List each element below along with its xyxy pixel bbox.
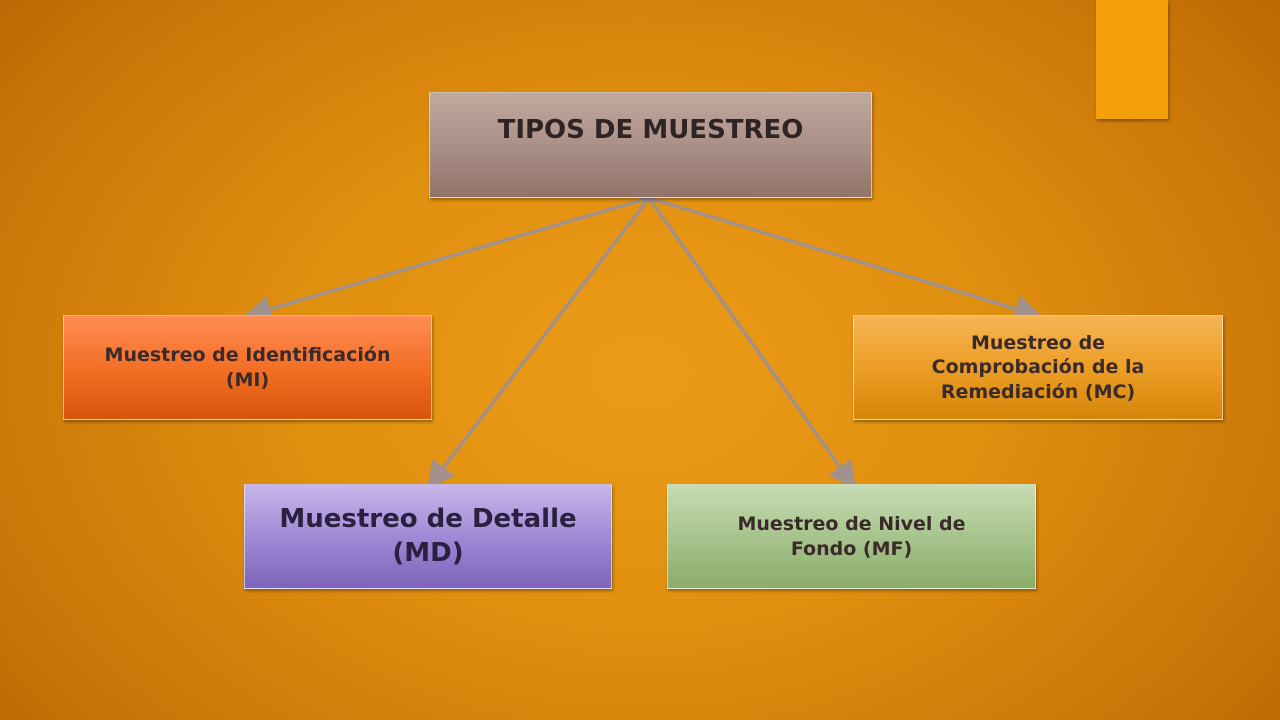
root-node-label: TIPOS DE MUESTREO (497, 115, 804, 145)
node-md-line-2: (MD) (392, 537, 464, 568)
node-md-line-1: Muestreo de Detalle (279, 504, 577, 535)
node-mf-line-2: Fondo (MF) (790, 537, 913, 560)
arrow-to-mc (648, 196, 1043, 323)
node-mc-line-1: Muestreo de (970, 332, 1106, 355)
node-muestreo-comprobacion-remediacion: Muestreo de Comprobación de la Remediaci… (853, 315, 1223, 420)
node-muestreo-identificacion: Muestreo de Identificación (MI) (63, 315, 432, 420)
node-mc-line-3: Remediación (MC) (940, 380, 1136, 403)
node-muestreo-nivel-fondo: Muestreo de Nivel de Fondo (MF) (667, 484, 1036, 589)
node-mi-line-1: Muestreo de Identificación (104, 344, 391, 367)
node-muestreo-detalle: Muestreo de Detalle (MD) (244, 484, 612, 589)
arrow-to-mi (243, 196, 650, 323)
node-mi-line-2: (MI) (225, 368, 270, 391)
arrow-to-md (426, 196, 651, 490)
accent-bar (1096, 0, 1168, 119)
node-mf-line-1: Muestreo de Nivel de (737, 513, 966, 536)
node-mc-line-2: Comprobación de la (931, 356, 1145, 379)
arrow-to-mf (647, 196, 857, 490)
root-node-tipos-de-muestreo: TIPOS DE MUESTREO (429, 92, 872, 198)
